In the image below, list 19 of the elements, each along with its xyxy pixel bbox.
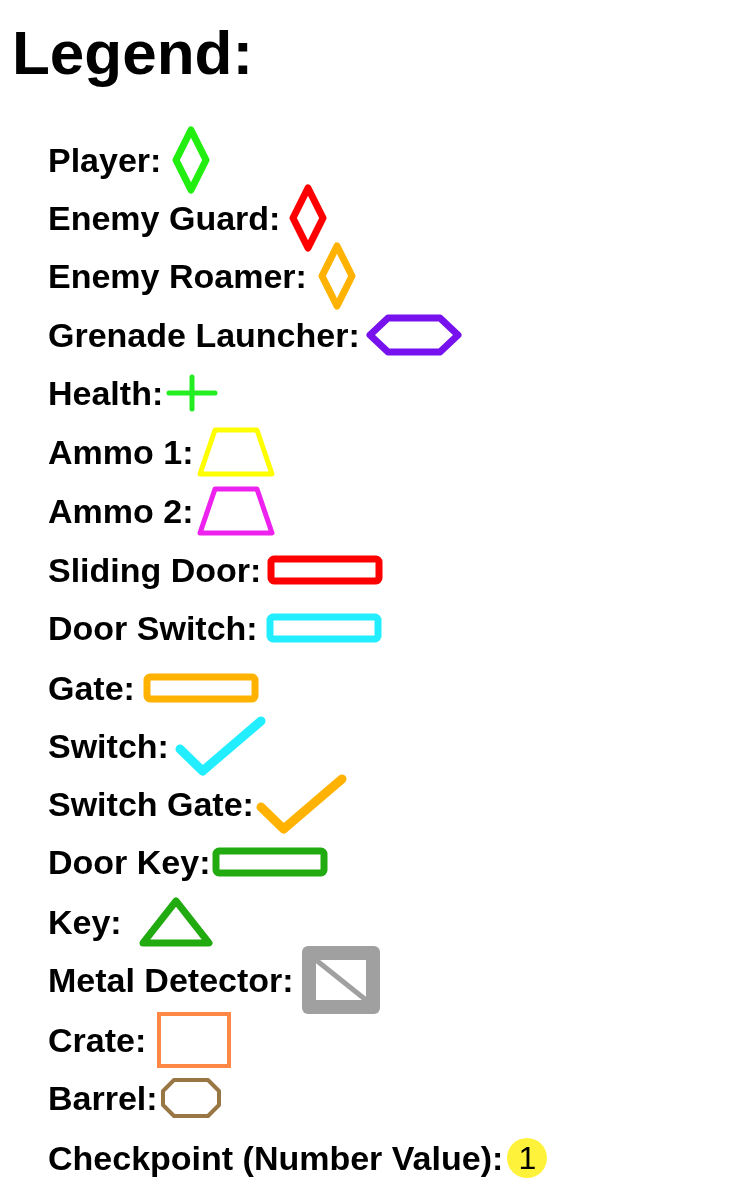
legend-label: Enemy Roamer:: [48, 256, 307, 296]
legend-label: Player:: [48, 140, 162, 180]
legend-label: Ammo 1:: [48, 432, 194, 472]
legend-label: Barrel:: [48, 1078, 158, 1118]
legend-label: Grenade Launcher:: [48, 315, 360, 355]
legend-label: Metal Detector:: [48, 960, 294, 1000]
legend-label: Sliding Door:: [48, 550, 262, 590]
legend-label: Key:: [48, 902, 122, 942]
legend-label: Health:: [48, 373, 164, 413]
legend-label: Gate:: [48, 668, 135, 708]
legend-label: Enemy Guard:: [48, 198, 281, 238]
legend-label: Door Switch:: [48, 608, 258, 648]
checkpoint-marker: 1: [507, 1138, 548, 1178]
legend-label: Crate:: [48, 1020, 147, 1060]
legend-label: Door Key:: [48, 842, 211, 882]
legend-label: Checkpoint (Number Value):: [48, 1138, 504, 1178]
legend-label: Switch Gate:: [48, 784, 254, 824]
legend-label: Switch:: [48, 726, 169, 766]
legend-label: Ammo 2:: [48, 491, 194, 531]
